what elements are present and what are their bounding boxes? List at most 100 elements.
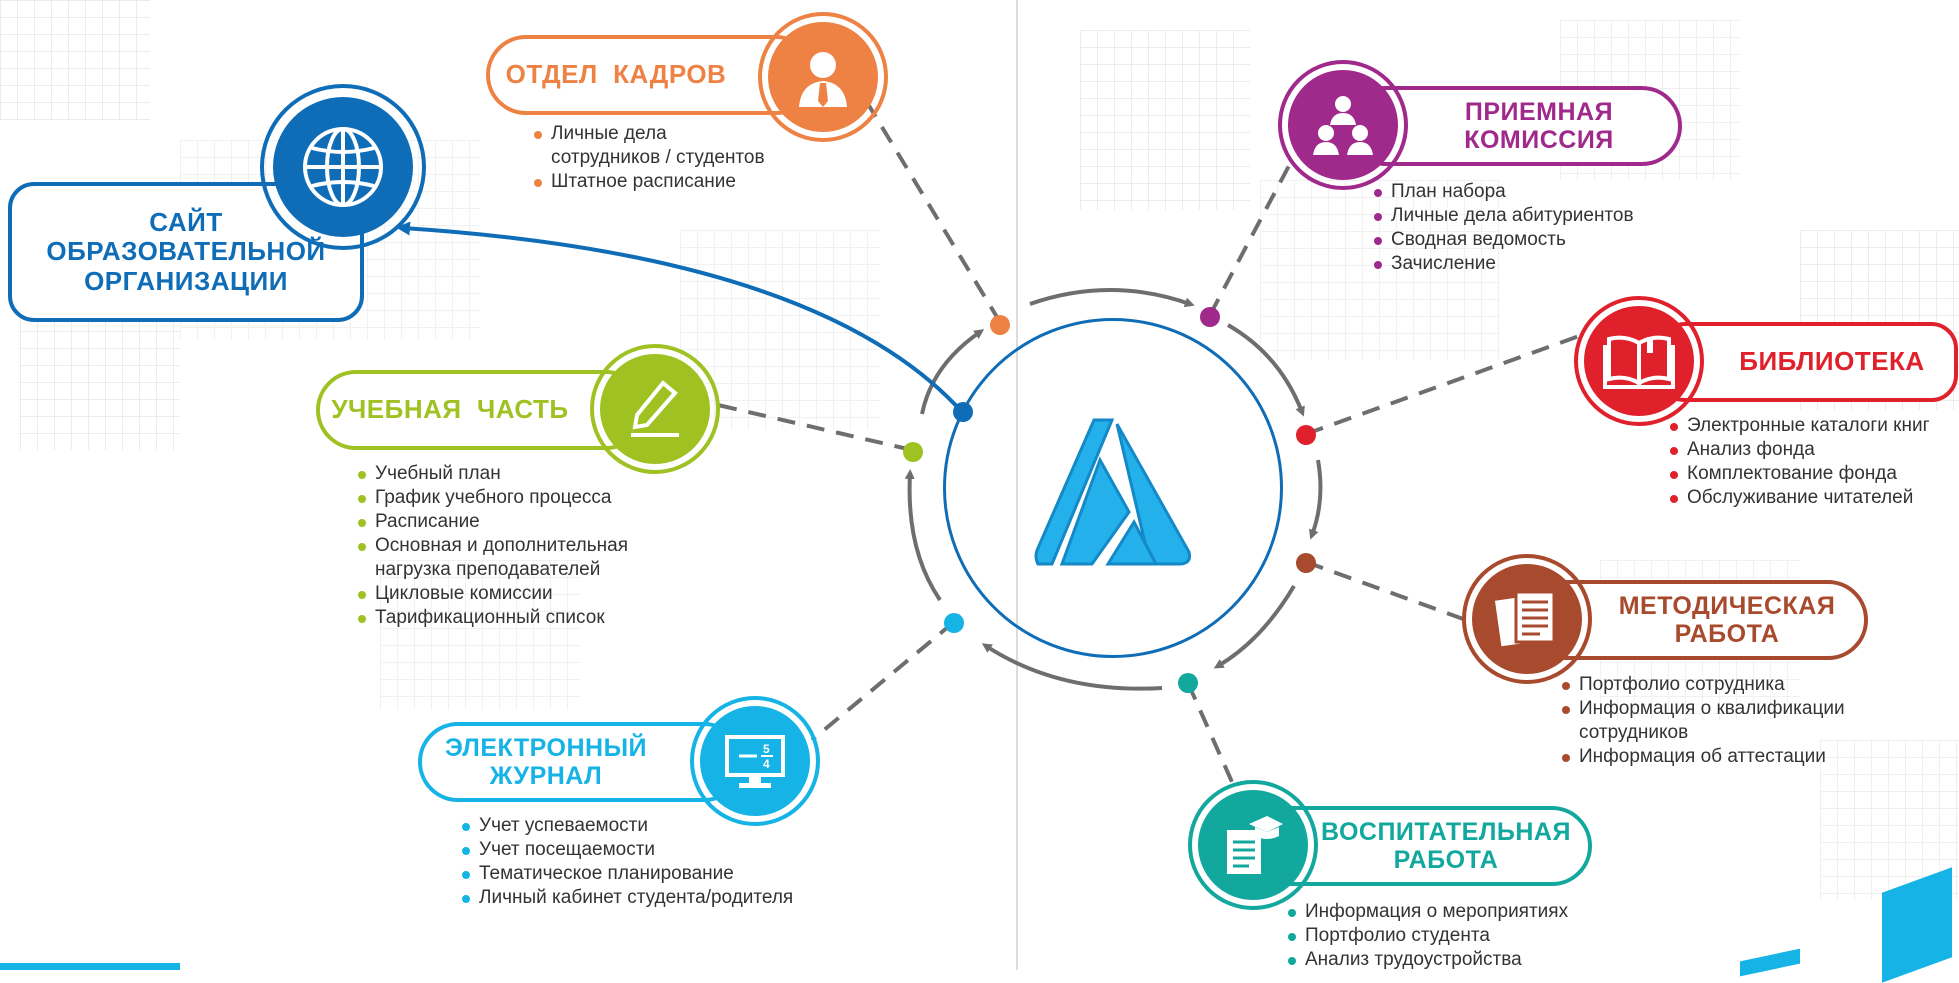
node-dot-vospit — [1178, 673, 1198, 693]
list-item: сотрудников / студентов — [551, 147, 765, 168]
node-uchebnaya-badge — [600, 354, 710, 464]
node-journal-ring — [690, 696, 820, 826]
node-site-badge — [273, 97, 413, 237]
list-item: Личные дела абитуриентов — [1372, 204, 1634, 228]
corner-decoration — [0, 963, 180, 970]
site-arrow — [396, 221, 964, 414]
node-priem-badge — [1288, 70, 1398, 180]
background-grid — [1260, 180, 1500, 360]
node-journal-pill[interactable]: ЭЛЕКТРОННЫЙ ЖУРНАЛ — [418, 722, 744, 802]
node-uchebnaya-title: УЧЕБНАЯ ЧАСТЬ — [331, 394, 569, 425]
list-item: Штатное расписание — [532, 170, 765, 194]
cycle-arrow — [1029, 288, 1195, 308]
documents-icon — [1494, 590, 1556, 647]
person-tie-icon — [799, 52, 847, 107]
node-journal-title: ЭЛЕКТРОННЫЙ ЖУРНАЛ — [444, 734, 648, 790]
node-dot-kadry — [990, 315, 1010, 335]
list-item: Основная и дополнительная — [356, 534, 628, 558]
node-library-title: БИБЛИОТЕКА — [1739, 346, 1925, 377]
spoke-kadry — [866, 102, 1002, 324]
node-kadry-badge — [768, 22, 878, 132]
node-priem-ring — [1278, 60, 1408, 190]
pencil-icon — [631, 380, 679, 437]
cycle-arrow — [1227, 323, 1305, 417]
globe-icon — [303, 127, 383, 207]
node-vospit-ring — [1188, 780, 1318, 910]
list-item: Портфолио студента — [1286, 924, 1568, 948]
list-item: Портфолио сотрудника — [1560, 673, 1845, 697]
background-grid — [1080, 30, 1250, 210]
cycle-arrow — [1213, 584, 1296, 669]
list-item: нагрузка преподавателей — [375, 559, 601, 580]
node-kadry-list: Личные дела сотрудников / студентов Штат… — [532, 122, 765, 194]
center-ring — [943, 318, 1283, 658]
list-item: Зачисление — [1372, 252, 1634, 276]
list-item: Цикловые комиссии — [356, 582, 628, 606]
node-site-ring — [260, 84, 426, 250]
background-grid — [0, 0, 150, 120]
list-item: Учебный план — [356, 462, 628, 486]
node-priem-list: План набора Личные дела абитуриентов Сво… — [1372, 180, 1634, 276]
logo-a-icon — [1034, 418, 1191, 566]
list-item: Информация о мероприятиях — [1286, 900, 1568, 924]
node-metod-ring — [1462, 554, 1592, 684]
list-item: Электронные каталоги книг — [1668, 414, 1930, 438]
svg-text:5: 5 — [763, 742, 770, 756]
list-item: Комплектование фонда — [1668, 462, 1930, 486]
list-item: Обслуживание читателей — [1668, 486, 1930, 510]
node-vospit-list: Информация о мероприятиях Портфолио студ… — [1286, 900, 1568, 972]
node-library-ring — [1574, 296, 1704, 426]
list-item: Информация об аттестации — [1560, 745, 1845, 769]
node-dot-journal — [944, 613, 964, 633]
spoke-uchebnaya — [717, 403, 913, 452]
node-metod-title: МЕТОДИЧЕСКАЯ РАБОТА — [1618, 592, 1836, 648]
node-metod-list: Портфолио сотрудника Информация о квалиф… — [1560, 673, 1845, 769]
node-vospit-badge — [1198, 790, 1308, 900]
node-kadry-title: ОТДЕЛ КАДРОВ — [505, 59, 727, 90]
spoke-priem — [1208, 159, 1294, 316]
spoke-vospit — [1186, 682, 1234, 783]
background-grid — [380, 560, 580, 710]
node-priem-pill[interactable]: ПРИЕМНАЯ КОМИССИЯ — [1346, 86, 1682, 166]
node-uchebnaya-ring — [590, 344, 720, 474]
spoke-journal — [810, 620, 956, 742]
list-item: Сводная ведомость — [1372, 228, 1634, 252]
list-item: Анализ трудоустройства — [1286, 948, 1568, 972]
cycle-arrow — [1309, 459, 1323, 540]
cycle-arrow — [904, 469, 942, 602]
node-uchebnaya-list: Учебный план График учебного процесса Ра… — [356, 462, 628, 630]
node-library-list: Электронные каталоги книг Анализ фонда К… — [1668, 414, 1930, 510]
node-metod-badge — [1472, 564, 1582, 674]
list-item: Личные дела — [532, 122, 765, 146]
node-kadry-ring — [758, 12, 888, 142]
list-item: Учет успеваемости — [460, 814, 793, 838]
node-priem-title: ПРИЕМНАЯ КОМИССИЯ — [1464, 98, 1614, 154]
list-item: Тарификационный список — [356, 606, 628, 630]
people-icon — [1313, 96, 1373, 155]
monitor-icon: 54 — [725, 735, 785, 788]
node-kadry-pill[interactable]: ОТДЕЛ КАДРОВ — [486, 35, 816, 115]
book-icon — [1603, 335, 1675, 389]
node-dot-uchebnaya — [903, 442, 923, 462]
spoke-metod — [1305, 560, 1467, 622]
list-item: сотрудников — [1579, 722, 1689, 743]
node-library-badge — [1584, 306, 1694, 416]
list-item: График учебного процесса — [356, 486, 628, 510]
list-item: Учет посещаемости — [460, 838, 793, 862]
list-item: Расписание — [356, 510, 628, 534]
list-item: План набора — [1372, 180, 1634, 204]
node-dot-site — [953, 402, 973, 422]
node-dot-metod — [1296, 553, 1316, 573]
list-item: Анализ фонда — [1668, 438, 1930, 462]
list-item: Личный кабинет студента/родителя — [460, 886, 793, 910]
svg-text:4: 4 — [763, 757, 770, 771]
node-journal-list: Учет успеваемости Учет посещаемости Тема… — [460, 814, 793, 910]
list-item: Информация о квалификации — [1560, 697, 1845, 721]
node-dot-library — [1296, 425, 1316, 445]
node-dot-priem — [1200, 307, 1220, 327]
cycle-arrow — [920, 329, 985, 415]
diploma-icon — [1227, 816, 1283, 874]
node-vospit-title: ВОСПИТАТЕЛЬНАЯ РАБОТА — [1321, 818, 1571, 874]
